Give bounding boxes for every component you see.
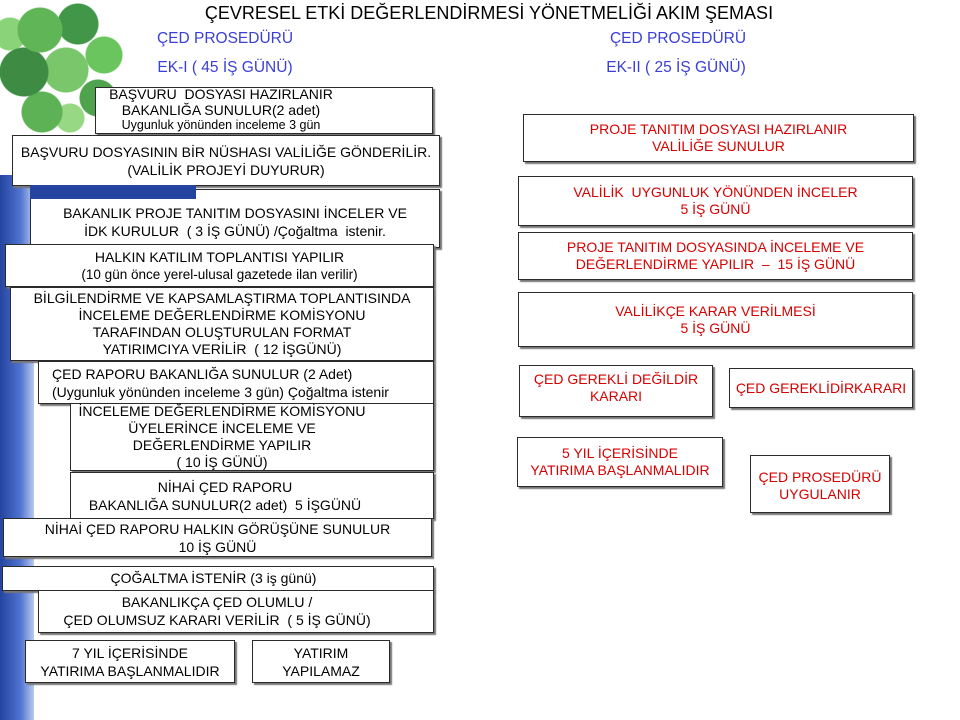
step-line: ÜYELERİNCE İNCELEME VE (128, 420, 316, 436)
step-scoping-meeting: BİLGİLENDİRME VE KAPSAMLAŞTIRMA TOPLANTI… (10, 287, 434, 361)
step-line: BAKANLIĞA SUNULUR(2 adet) 5 İŞGÜNÜ (88, 496, 362, 513)
right-procedure-subheading: EK-II ( 25 İŞ GÜNÜ) (606, 59, 746, 76)
step-line: BİLGİLENDİRME VE KAPSAMLAŞTIRMA TOPLANTI… (33, 290, 411, 306)
step-line: 5 YIL İÇERİSİNDE (562, 445, 678, 461)
step-line: ÇED GEREKLİDİRKARARI (735, 379, 907, 396)
step-line: Uygunluk yönünden inceleme 3 gün (121, 118, 321, 133)
step-commission-review: İNCELEME DEĞERLENDİRME KOMİSYONU ÜYELERİ… (70, 403, 434, 471)
step-governorship-decision: VALİLİKÇE KARAR VERİLMESİ 5 İŞ GÜNÜ (518, 292, 913, 347)
step-line: TARAFINDAN OLUŞTURULAN FORMAT (92, 324, 352, 340)
step-line: 10 İŞ GÜNÜ (178, 538, 257, 555)
step-copies-requested: ÇOĞALTMA İSTENİR (3 iş günü) (2, 566, 434, 591)
step-eia-report-submitted: ÇED RAPORU BAKANLIĞA SUNULUR (2 Adet) (U… (38, 361, 434, 404)
step-line: YATIRIMCIYA VERİLİR ( 12 İŞGÜNÜ) (102, 341, 342, 357)
outcome-eia-required: ÇED GEREKLİDİRKARARI (729, 368, 913, 408)
step-line: YATIRIMA BAŞLANMALIDIR (40, 662, 220, 679)
step-line: BAŞVURU DOSYASI HAZIRLANIR (109, 86, 333, 103)
outcome-eia-procedure-applies: ÇED PROSEDÜRÜ UYGULANIR (750, 455, 890, 513)
step-line: VALİLİKÇE KARAR VERİLMESİ (615, 302, 816, 319)
step-line: (VALİLİK PROJEYİ DUYURUR) (127, 161, 325, 178)
step-line: ÇOĞALTMA İSTENİR (3 iş günü) (110, 570, 317, 586)
step-line: NİHAİ ÇED RAPORU HALKIN GÖRÜŞÜNE SUNULUR (44, 520, 391, 537)
step-line: 5 İŞ GÜNÜ (680, 319, 751, 336)
step-line: ÇED RAPORU BAKANLIĞA SUNULUR (2 Adet) (52, 365, 353, 382)
step-line: BAKANLIK PROJE TANITIM DOSYASINI İNCELER… (63, 204, 407, 221)
step-line: KARARI (589, 388, 643, 404)
step-final-eia-report-submitted: NİHAİ ÇED RAPORU BAKANLIĞA SUNULUR(2 ade… (70, 472, 434, 519)
step-line: PROJE TANITIM DOSYASINDA İNCELEME VE (566, 239, 865, 255)
step-line: DEĞERLENDİRME YAPILIR – 15 İŞ GÜNÜ (575, 256, 856, 272)
step-project-file-prepared: PROJE TANITIM DOSYASI HAZIRLANIR VALİLİĞ… (523, 114, 914, 162)
outcome-no-investment: YATIRIM YAPILAMAZ (252, 640, 390, 683)
step-line: VALİLİĞE SUNULUR (652, 138, 785, 154)
step-line: NİHAİ ÇED RAPORU (157, 478, 293, 495)
step-line: BAŞVURU DOSYASININ BİR NÜSHASI VALİLİĞE … (20, 143, 432, 160)
step-line: İDK KURULUR ( 3 İŞ GÜNÜ) /Çoğaltma isten… (84, 222, 386, 239)
step-line: PROJE TANITIM DOSYASI HAZIRLANIR (589, 121, 848, 137)
outcome-eia-not-required: ÇED GEREKLİ DEĞİLDİR KARARI (519, 365, 713, 417)
left-procedure-heading: ÇED PROSEDÜRÜ (156, 30, 294, 47)
step-ministry-decision: BAKANLIKÇA ÇED OLUMLU / ÇED OLUMSUZ KARA… (38, 590, 434, 633)
blue-band-decoration (30, 185, 196, 199)
step-line: 7 YIL İÇERİSİNDE (72, 644, 188, 661)
page-title: ÇEVRESEL ETKİ DEĞERLENDİRMESİ YÖNETMELİĞ… (204, 3, 774, 23)
step-line: UYGULANIR (779, 486, 861, 502)
step-public-participation-meeting: HALKIN KATILIM TOPLANTISI YAPILIR (10 gü… (5, 244, 434, 287)
step-line: (Uygunluk yönünden inceleme 3 gün) Çoğal… (52, 383, 389, 400)
step-copy-sent-to-governorship: BAŞVURU DOSYASININ BİR NÜSHASI VALİLİĞE … (12, 135, 440, 186)
step-line: DEĞERLENDİRME YAPILIR (132, 437, 312, 453)
left-procedure-subheading: EK-I ( 45 İŞ GÜNÜ) (157, 59, 293, 76)
step-line: ( 10 İŞ GÜNÜ) (176, 454, 268, 470)
step-line: 5 İŞ GÜNÜ (680, 201, 751, 217)
step-line: BAKANLIĞA SUNULUR(2 adet) (121, 101, 321, 118)
step-line: HALKIN KATILIM TOPLANTISI YAPILIR (94, 248, 345, 265)
step-line: YATIRIMA BAŞLANMALIDIR (530, 462, 710, 478)
step-line: YAPILAMAZ (282, 662, 360, 679)
step-line: YATIRIM (293, 644, 349, 661)
right-procedure-heading: ÇED PROSEDÜRÜ (609, 30, 747, 47)
step-line: İNCELEME DEĞERLENDİRME KOMİSYONU (78, 307, 366, 323)
step-line: ÇED PROSEDÜRÜ (758, 469, 882, 485)
step-line: ÇED OLUMSUZ KARARI VERİLİR ( 5 İŞ GÜNÜ) (63, 611, 371, 628)
step-line: (10 gün önce yerel-ulusal gazetede ilan … (81, 266, 358, 282)
step-line: VALİLİK UYGUNLUK YÖNÜNDEN İNCELER (573, 184, 858, 200)
step-line: BAKANLIKÇA ÇED OLUMLU / (121, 594, 313, 610)
outcome-start-within-5-years: 5 YIL İÇERİSİNDE YATIRIMA BAŞLANMALIDIR (517, 437, 723, 487)
step-final-report-public-opinion: NİHAİ ÇED RAPORU HALKIN GÖRÜŞÜNE SUNULUR… (3, 518, 432, 557)
step-line: İNCELEME DEĞERLENDİRME KOMİSYONU (78, 403, 366, 419)
step-governorship-checks-conformity: VALİLİK UYGUNLUK YÖNÜNDEN İNCELER 5 İŞ G… (518, 176, 913, 226)
step-project-file-evaluation: PROJE TANITIM DOSYASINDA İNCELEME VE DEĞ… (518, 232, 913, 280)
step-application-file-prepared: BAŞVURU DOSYASI HAZIRLANIR BAKANLIĞA SUN… (95, 87, 433, 134)
step-line: ÇED GEREKLİ DEĞİLDİR (533, 371, 699, 387)
outcome-start-within-7-years: 7 YIL İÇERİSİNDE YATIRIMA BAŞLANMALIDIR (25, 640, 235, 683)
